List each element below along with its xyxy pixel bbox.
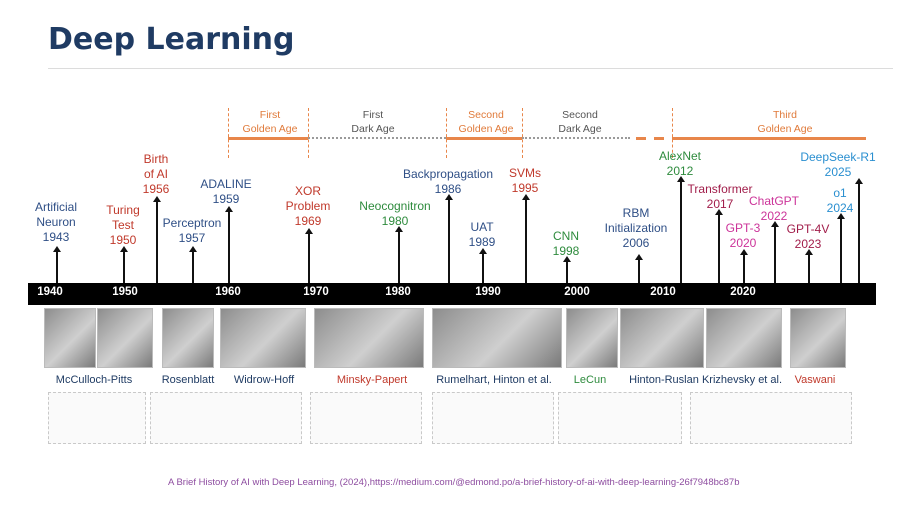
person-hinton-ruslan: Hinton-Ruslan [629,374,699,386]
event-stem [479,248,487,283]
decade-label: 2020 [730,286,756,298]
event-alexnet: AlexNet 2012 [658,149,702,178]
decade-label: 1980 [385,286,411,298]
event-stem [563,256,571,283]
citation: A Brief History of AI with Deep Learning… [168,477,740,488]
person-vaswani: Vaswani [794,374,836,386]
event-stem [855,178,863,283]
era-bar-first-golden [228,137,308,140]
era-divider [308,108,309,158]
event-backpropagation: Backpropagation 1986 [402,167,494,196]
decade-label: 1970 [303,286,329,298]
page-title: Deep Learning [48,22,295,57]
event-deepseek-r1: DeepSeek-R1 2025 [800,150,876,179]
event-turing-test: Turing Test 1950 [106,203,140,247]
portrait-photo [566,308,618,368]
neuron-diagram [48,392,146,444]
event-stem [677,176,685,283]
event-cnn: CNN 1998 [552,229,580,258]
person-rosenblatt: Rosenblatt [161,374,215,386]
portrait-photo [706,308,782,368]
decade-label: 1990 [475,286,501,298]
person-lecun: LeCun [573,374,607,386]
event-gpt3: GPT-3 2020 [725,221,761,250]
event-stem [715,209,723,283]
neural-network-diagram [432,392,554,444]
event-stem [837,213,845,283]
event-gpt4v: GPT-4V 2023 [786,222,830,251]
event-artificial-neuron: Artificial Neuron 1943 [34,200,78,244]
portrait-photo [220,308,306,368]
era-bar-transition-1 [636,137,646,140]
perceptron-diagram [150,392,302,444]
era-divider [522,108,523,158]
title-divider [48,68,893,69]
event-svms: SVMs 1995 [508,166,542,195]
event-stem [522,194,530,283]
event-xor-problem: XOR Problem 1969 [285,184,331,228]
timeline-axis [28,283,876,305]
era-bar-third-golden [672,137,866,140]
transformer-diagram [690,392,852,444]
era-divider [672,108,673,158]
decade-label: 2010 [650,286,676,298]
decade-label: 1950 [112,286,138,298]
event-stem [771,221,779,283]
event-stem [445,194,453,283]
portrait-photo [97,308,153,368]
era-divider [228,108,229,158]
event-o1: o1 2024 [826,186,854,215]
decade-label: 2000 [564,286,590,298]
era-bar-first-dark [308,137,446,139]
person-minsky-papert: Minsky-Papert [336,374,408,386]
era-third-golden-age: Third Golden Age [757,109,813,135]
portrait-photo [314,308,424,368]
event-perceptron: Perceptron 1957 [162,216,222,245]
era-first-dark-age: First Dark Age [351,109,395,135]
event-uat: UAT 1989 [468,220,496,249]
era-bar-transition-2 [654,137,664,140]
person-widrow-hoff: Widrow-Hoff [233,374,295,386]
person-krizhevsky: Krizhevsky et al. [701,374,783,386]
event-stem [120,246,128,283]
era-first-golden-age: First Golden Age [242,109,298,135]
event-stem [53,246,61,283]
portrait-photo [44,308,96,368]
event-stem [153,196,161,283]
portrait-photo [620,308,704,368]
event-stem [740,249,748,283]
event-stem [635,254,643,283]
person-mcculloch-pitts: McCulloch-Pitts [55,374,133,386]
event-neocognitron: Neocognitron 1980 [359,199,431,228]
event-rbm-initialization: RBM Initialization 2006 [604,206,668,250]
xor-plot [310,392,422,444]
decade-label: 1940 [37,286,63,298]
era-second-golden-age: Second Golden Age [458,109,514,135]
event-adaline: ADALINE 1959 [200,177,252,206]
event-stem [805,249,813,283]
era-bar-second-golden [446,137,522,140]
cnn-diagram [558,392,682,444]
event-stem [189,246,197,283]
decade-label: 1960 [215,286,241,298]
event-chatgpt: ChatGPT 2022 [748,194,800,223]
portrait-photo [162,308,214,368]
event-stem [225,206,233,283]
event-stem [395,226,403,283]
event-birth-of-ai: Birth of AI 1956 [142,152,170,196]
event-transformer: Transformer 2017 [687,182,753,211]
era-bar-second-dark [522,137,630,139]
event-stem [305,228,313,283]
portrait-photo [790,308,846,368]
person-rumelhart-hinton: Rumelhart, Hinton et al. [436,374,552,386]
era-divider [446,108,447,158]
era-second-dark-age: Second Dark Age [558,109,602,135]
portrait-photo [432,308,562,368]
